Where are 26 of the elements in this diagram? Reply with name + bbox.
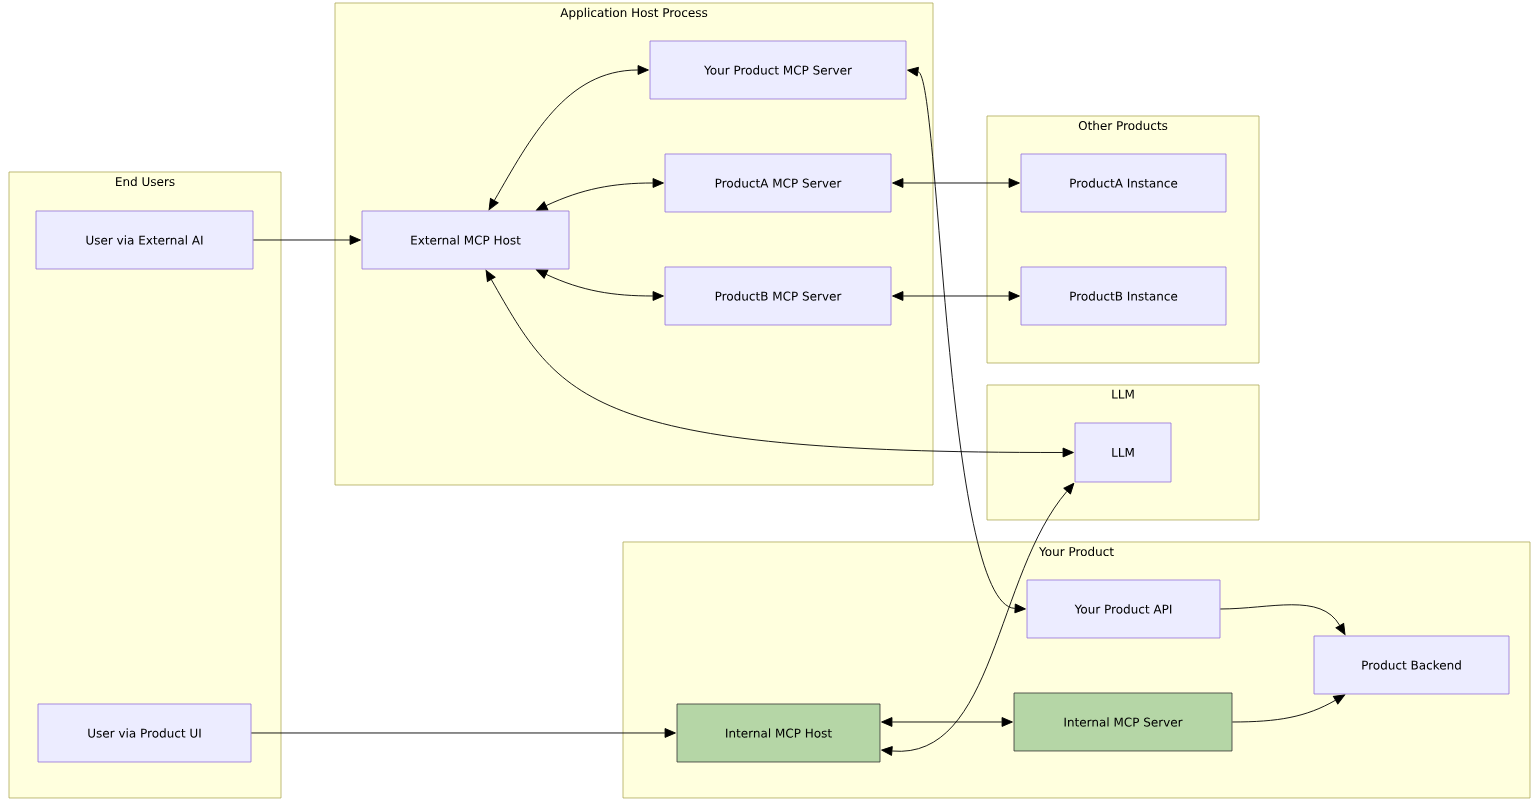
arrow <box>892 178 1020 188</box>
process-box: Internal MCP Host <box>676 703 881 763</box>
process-box: ProductB Instance <box>1020 266 1227 326</box>
process-box: Product Backend <box>1313 635 1510 695</box>
arrow <box>536 178 664 211</box>
arrow <box>536 269 664 301</box>
arrow <box>250 728 676 738</box>
arrow <box>488 65 649 211</box>
arrow <box>252 235 361 245</box>
process-box: Your Product API <box>1026 579 1221 639</box>
process-box: ProductA MCP Server <box>664 153 892 213</box>
process-box: External MCP Host <box>361 210 570 270</box>
process-box: LLM <box>1074 422 1172 483</box>
arrow <box>881 482 1075 756</box>
arrow <box>881 717 1013 727</box>
arrow <box>907 66 1026 614</box>
process-box: ProductA Instance <box>1020 153 1227 213</box>
process-box: User via Product UI <box>37 703 252 763</box>
process-box: ProductB MCP Server <box>664 266 892 326</box>
arrow <box>892 291 1020 301</box>
arrow <box>485 269 1074 458</box>
process-box: Internal MCP Server <box>1013 692 1233 752</box>
arrow <box>1219 604 1346 636</box>
arrow <box>1231 694 1346 723</box>
process-box: User via External AI <box>35 210 254 270</box>
process-box: Your Product MCP Server <box>649 40 907 100</box>
